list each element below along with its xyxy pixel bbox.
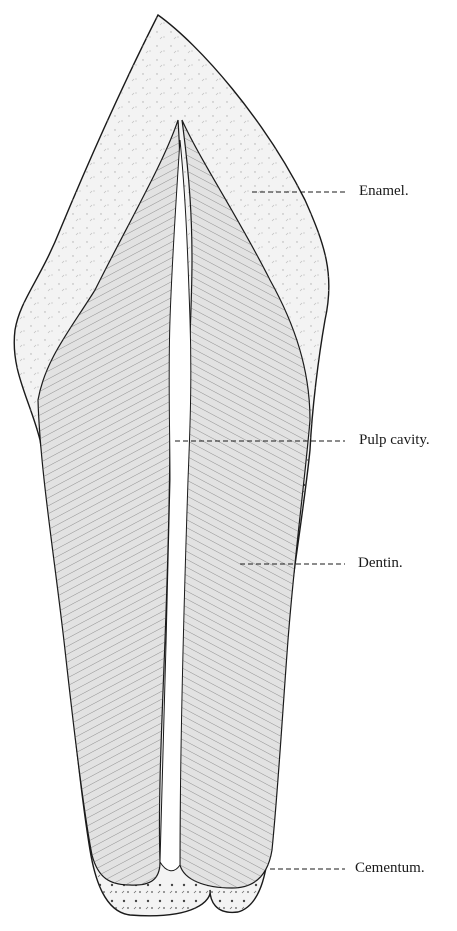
enamel-label: Enamel. <box>359 183 409 200</box>
cementum-label: Cementum. <box>355 860 425 877</box>
pulp-cavity-label: Pulp cavity. <box>359 432 430 449</box>
dentin-label: Dentin. <box>358 555 403 572</box>
